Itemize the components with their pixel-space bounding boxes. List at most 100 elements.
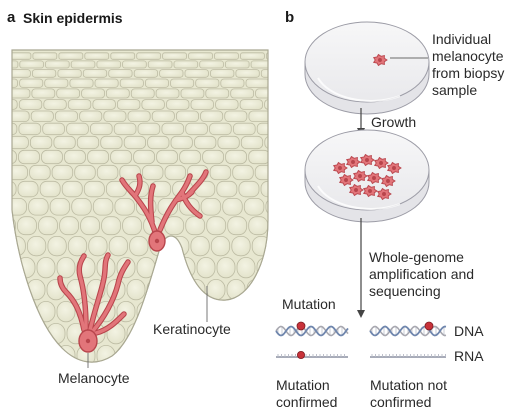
keratinocyte-cell [156, 256, 176, 279]
keratinocyte-cell [133, 149, 156, 165]
keratinocyte-cell [110, 52, 136, 60]
keratinocyte-cell [31, 88, 56, 99]
keratinocyte-cell [29, 164, 51, 181]
keratinocyte-cell [195, 78, 220, 88]
keratinocyte-cell [184, 69, 209, 78]
keratinocyte-cell [230, 88, 254, 99]
keratinocyte-cell [12, 69, 31, 78]
keratinocyte-cell [90, 122, 113, 136]
melanocyte-colony [332, 153, 402, 201]
keratinocyte-cell [12, 164, 29, 181]
keratinocyte-cell [243, 197, 265, 216]
keratinocyte-cell [256, 300, 268, 323]
keratinocyte-cell [12, 197, 28, 216]
keratinocyte-cell [251, 235, 268, 257]
confirmed-line-1: Mutation [276, 377, 330, 393]
keratinocyte-cell [28, 197, 49, 216]
keratinocyte-cell [156, 344, 176, 363]
melanocyte-cell-nucleus [351, 160, 355, 164]
dna-strand-front [369, 325, 447, 337]
mutation-not-confirmed-label: Mutation not confirmed [370, 377, 447, 411]
keratinocyte-cell [196, 256, 216, 279]
keratinocyte-cell [56, 300, 76, 323]
keratinocyte-cell [129, 235, 149, 257]
keratinocyte-cell [255, 88, 268, 99]
keratinocyte-cell [231, 235, 251, 257]
keratinocyte-cell [264, 135, 268, 150]
keratinocyte-cell [216, 300, 236, 323]
keratinocyte-cell [173, 60, 199, 69]
melanocyte-cell-nucleus [354, 188, 358, 192]
keratinocyte-cell [227, 216, 248, 236]
keratinocyte-cell [209, 164, 232, 181]
panel-b-letter: b [285, 9, 295, 26]
keratinocyte-cell [82, 69, 108, 78]
keratinocyte-cell [265, 52, 268, 60]
keratinocyte-cell [232, 164, 254, 181]
keratinocyte-cell [239, 99, 264, 110]
keratinocyte-cell [222, 197, 243, 216]
keratinocyte-cell [214, 52, 239, 60]
keratinocyte-cell [53, 135, 76, 150]
keratinocyte-cell [56, 256, 76, 279]
keratinocyte-cell [16, 344, 36, 363]
keratinocyte-cell [45, 60, 70, 69]
keratinocyte-cell [137, 122, 161, 136]
keratinocyte-cell [147, 60, 173, 69]
melanocyte-cell-nucleus [358, 174, 362, 178]
mutation-dot-rna-left [296, 350, 305, 359]
keratinocyte-cell [32, 52, 58, 60]
keratinocyte-cell [185, 122, 208, 136]
keratinocyte-cell [175, 110, 199, 123]
rna-strand-right [370, 354, 446, 358]
keratinocyte-cell [277, 61, 301, 68]
keratinocyte-cell [49, 197, 71, 216]
keratinocyte-cell [170, 235, 190, 257]
keratinocyte-cell [185, 216, 206, 236]
keratinocyte-cell [265, 197, 268, 216]
keratinocyte-cell [12, 99, 18, 110]
keratinocyte-cell [96, 60, 122, 69]
keratinocyte-cell [238, 180, 260, 198]
keratinocyte-cell [122, 216, 142, 236]
keratinocyte-cell [12, 78, 19, 88]
rna-strand-left [276, 354, 348, 358]
keratinocyte-cell [147, 135, 170, 150]
keratinocyte-cell [236, 256, 256, 279]
keratinocyte-cell [32, 69, 57, 78]
keratinocyte-cell [57, 69, 82, 78]
keratinocyte-cell [205, 88, 230, 99]
keratinocyte-cell [187, 367, 205, 387]
keratinocyte-cell [61, 180, 83, 198]
keratinocyte-cell [256, 122, 268, 136]
melanocyte-lower-nucleus [85, 338, 91, 344]
keratinocyte-cell [16, 300, 36, 323]
keratinocyte-cell [236, 344, 256, 363]
wga-label-line-2: amplification and [369, 266, 475, 282]
keratinocyte-cell [220, 78, 245, 88]
keratinocyte-cell [12, 322, 26, 345]
keratinocyte-cell [161, 122, 185, 136]
keratinocyte-cell [264, 99, 268, 110]
keratinocyte-cell [159, 69, 184, 78]
keratinocyte-cell [55, 110, 79, 123]
keratinocyte-cell [12, 149, 17, 165]
keratinocyte-cell [180, 88, 205, 99]
keratinocyte-cell [67, 235, 88, 257]
keratinocyte-cell [7, 367, 25, 387]
keratinocyte-cell [12, 256, 16, 279]
dna-helix-left [275, 325, 349, 337]
keratinocyte-cell [12, 180, 17, 198]
dna-label: DNA [454, 323, 484, 339]
keratinocyte-cell [246, 278, 266, 301]
keratinocyte-cell [18, 149, 40, 165]
melanocyte-cell-nucleus [392, 166, 396, 170]
keratinocyte-cell [16, 256, 36, 279]
keratinocyte-cell [71, 197, 92, 216]
keratinocyte-cell [30, 110, 54, 123]
melanocyte-cell-nucleus [368, 189, 372, 193]
keratinocyte-cell [179, 149, 202, 165]
epidermis-tissue [7, 49, 301, 387]
wga-label-line-3: sequencing [369, 283, 441, 299]
